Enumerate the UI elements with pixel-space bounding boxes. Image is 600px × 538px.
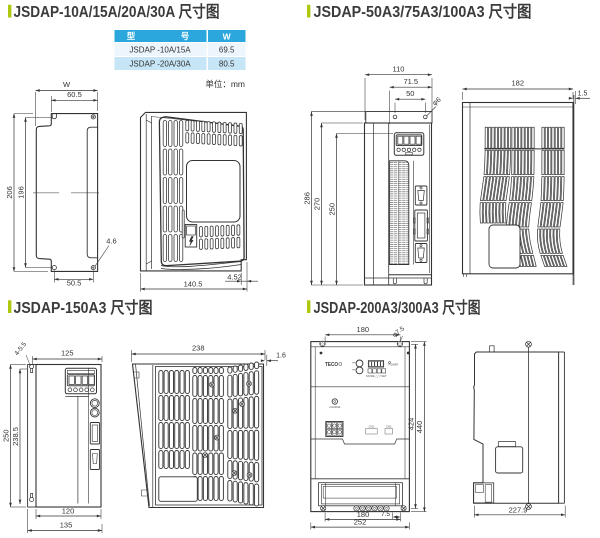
svg-text:180: 180 xyxy=(357,510,370,519)
svg-text:180: 180 xyxy=(357,325,370,334)
svg-text:125: 125 xyxy=(61,349,74,358)
svg-text:182: 182 xyxy=(511,79,524,88)
svg-text:CN2: CN2 xyxy=(386,425,392,429)
svg-text:250: 250 xyxy=(1,429,10,442)
svg-text:286: 286 xyxy=(302,192,311,205)
svg-text:50: 50 xyxy=(406,89,414,98)
svg-text:60.5: 60.5 xyxy=(67,90,82,99)
svg-text:238.5: 238.5 xyxy=(11,427,20,446)
svg-text:4.6: 4.6 xyxy=(106,237,116,246)
svg-text:单位：mm: 单位：mm xyxy=(205,79,245,89)
svg-text:TECO: TECO xyxy=(325,362,338,368)
svg-text:1.5: 1.5 xyxy=(578,91,588,98)
svg-text:号: 号 xyxy=(181,31,190,41)
svg-text:CN1: CN1 xyxy=(369,425,375,429)
svg-text:69.5: 69.5 xyxy=(219,46,235,55)
svg-text:POWER: POWER xyxy=(388,363,398,367)
svg-text:120: 120 xyxy=(62,507,75,516)
svg-text:JSDAP -20A/30A: JSDAP -20A/30A xyxy=(129,60,191,69)
svg-text:1.6: 1.6 xyxy=(276,353,286,360)
svg-text:135: 135 xyxy=(60,521,73,530)
svg-text:JSDAP-200A3/300A3 尺寸图: JSDAP-200A3/300A3 尺寸图 xyxy=(314,298,481,317)
svg-text:JSDAP-150A3 尺寸图: JSDAP-150A3 尺寸图 xyxy=(14,298,153,317)
svg-text:440: 440 xyxy=(415,421,424,434)
svg-text:80.5: 80.5 xyxy=(219,60,235,69)
svg-text:型: 型 xyxy=(127,31,136,41)
svg-text:140.5: 140.5 xyxy=(184,279,203,288)
svg-text:7.5: 7.5 xyxy=(381,511,390,518)
svg-text:W: W xyxy=(223,32,232,42)
svg-text:196: 196 xyxy=(17,186,26,199)
svg-text:4.52: 4.52 xyxy=(227,273,242,282)
svg-text:JSDAP-50A3/75A3/100A3 尺寸图: JSDAP-50A3/75A3/100A3 尺寸图 xyxy=(314,2,532,21)
svg-text:φ6: φ6 xyxy=(432,96,443,107)
svg-text:252: 252 xyxy=(354,518,367,527)
svg-text:227.9: 227.9 xyxy=(509,505,528,514)
svg-text:206: 206 xyxy=(5,186,14,199)
svg-text:MODE △ ▽ SET: MODE △ ▽ SET xyxy=(366,374,387,378)
svg-text:JSDAP-10A/15A/20A/30A 尺寸图: JSDAP-10A/15A/20A/30A 尺寸图 xyxy=(14,2,220,21)
svg-text:W: W xyxy=(63,80,71,89)
svg-text:CHARGE: CHARGE xyxy=(329,405,340,409)
svg-text:238: 238 xyxy=(192,344,205,353)
svg-text:71.5: 71.5 xyxy=(403,77,418,86)
svg-text:110: 110 xyxy=(393,65,405,74)
svg-text:50.5: 50.5 xyxy=(67,279,82,288)
svg-text:270: 270 xyxy=(312,198,321,211)
svg-text:JSDAP -10A/15A: JSDAP -10A/15A xyxy=(129,46,191,55)
svg-text:250: 250 xyxy=(327,203,336,216)
svg-text:424: 424 xyxy=(406,418,415,431)
